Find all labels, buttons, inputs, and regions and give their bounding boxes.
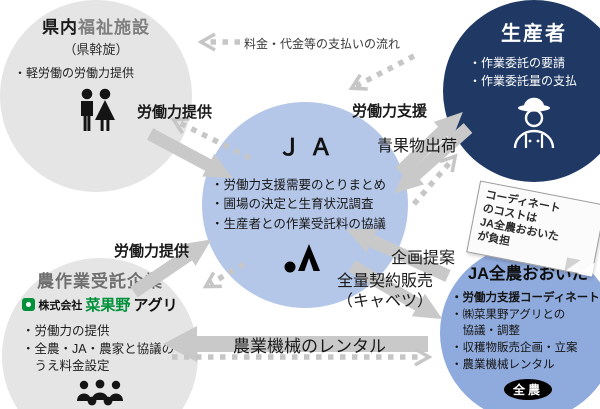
welfare-title-prefix: 県内 [42, 18, 78, 37]
contractor-bullet: うえ料金設定 [22, 359, 110, 373]
zennoh-bullet: ・㈱菜果野アグリとの [451, 308, 566, 321]
company-prefix: 株式会社 [38, 299, 83, 312]
zennoh-bullet: ・収穫物販売企画・立案 [451, 342, 578, 355]
couple-icon [0, 87, 192, 142]
welfare-title-main: 福祉施設 [78, 18, 150, 37]
producer-title: 生産者 [501, 23, 567, 45]
people-group-icon [2, 379, 198, 409]
contract-sales-line2: （キャベツ） [336, 293, 433, 310]
ja-bullets: ・労働力支援需要のとりまとめ ・圃場の決定と生育状況調査 ・生産者との作業受託料… [211, 176, 408, 234]
welfare-bullet: ・軽労働の労働力提供 [14, 66, 135, 80]
zennoh-logo: 全農 [504, 379, 552, 401]
contractor-bullets: ・労働力の提供 ・全農・JA・農家と協議の うえ料金設定 [22, 323, 198, 376]
farmer-icon [443, 92, 600, 155]
contractor-bullet: ・全農・JA・農家と協議の [22, 341, 175, 356]
nakaya-leaf-icon [22, 298, 36, 311]
ja-title: ＪＡ [277, 134, 342, 160]
edge-label-contract-sales: 全量契約販売 （キャベツ） [326, 272, 444, 312]
producer-bullets: ・作業委託の要請 ・作業委託量の支払 [469, 54, 600, 90]
ja-bullet: ・圃場の決定と生育状況調査 [211, 197, 374, 212]
contractor-title: 農作業受託企業 [37, 272, 163, 291]
zennoh-bullet: ・農業機械レンタル [451, 358, 555, 371]
edge-label-labor-welfare: 労働力提供 [137, 104, 213, 121]
edge-label-shipment: 青果物出荷 [377, 138, 458, 155]
company-name-suffix: アグリ [133, 297, 178, 314]
ja-bullet: ・労働力支援需要のとりまとめ [211, 178, 387, 192]
node-welfare-facilities: 県内福祉施設 （県斡旋） ・軽労働の労働力提供 [0, 0, 192, 192]
ja-logo-icon [202, 240, 408, 279]
welfare-subtitle: （県斡旋） [63, 42, 129, 57]
welfare-title: 県内福祉施設 [0, 0, 192, 38]
producer-bullet: ・作業委託量の支払 [469, 74, 578, 88]
contractor-bullet: ・労働力の提供 [22, 324, 110, 338]
edge-label-labor-support: 労働力支援 [352, 103, 428, 120]
contractor-company-name: 株式会社 菜果野 アグリ [2, 294, 198, 315]
node-contractor-company: 農作業受託企業 株式会社 菜果野 アグリ ・労働力の提供 ・全農・JA・農家と協… [2, 258, 198, 409]
zennoh-bullet: 協議・調整 [451, 325, 520, 338]
node-producer: 生産者 ・作業委託の要請 ・作業委託量の支払 [443, 0, 600, 182]
edge-label-labor-contractor: 労働力提供 [114, 243, 190, 260]
zennoh-bullet: ・労働力支援コーディネート [451, 292, 600, 304]
payment-flow-legend-label: 料金・代金等の支払いの流れ [244, 37, 401, 51]
producer-bullet: ・作業委託の要請 [469, 56, 566, 70]
zennoh-bullets: ・労働力支援コーディネート ・㈱菜果野アグリとの 協議・調整 ・収穫物販売企画・… [451, 290, 600, 373]
edge-label-machine-rental: 農業機械のレンタル [233, 337, 386, 356]
company-name-green: 菜果野 [85, 297, 131, 314]
dashed-arrow-payment-producer-to-ja [348, 53, 416, 91]
dashed-arrow-payment-zennoh-to-producer [411, 153, 458, 206]
ja-bullet: ・生産者との作業受託料の協議 [211, 216, 386, 231]
edge-label-proposal: 企画提案 [391, 250, 456, 267]
contract-sales-line1: 全量契約販売 [336, 273, 433, 290]
